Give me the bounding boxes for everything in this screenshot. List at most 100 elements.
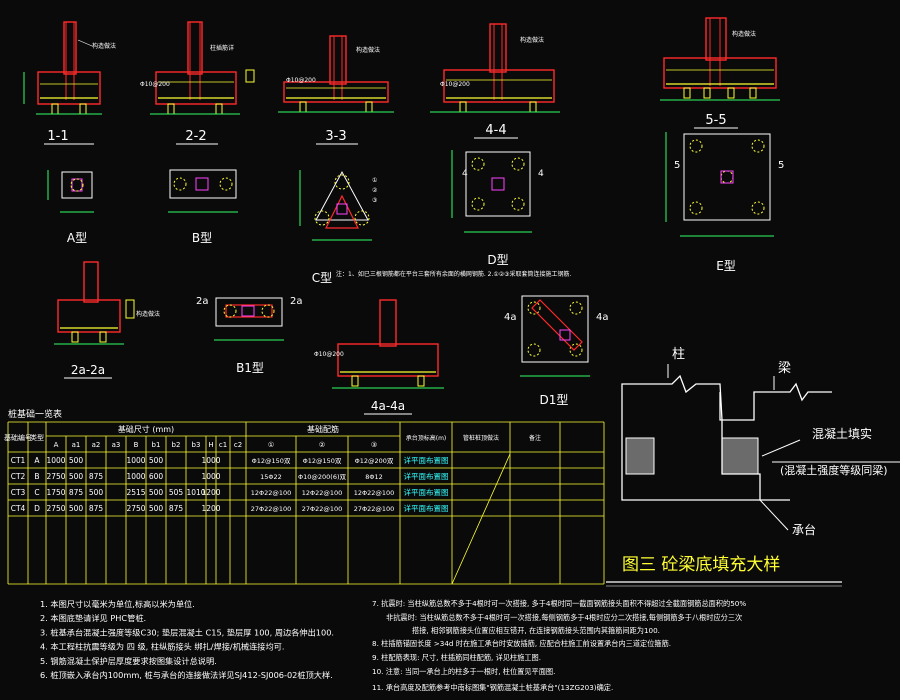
table-cell: 2515: [126, 488, 145, 497]
svg-text:构造做法: 构造做法: [356, 46, 380, 54]
notes-left: 1. 本图尺寸以毫米为单位,标高以米为单位. 2. 本图底垫请详见 PHC管桩. 3…: [40, 599, 334, 680]
table-header-cell: B: [134, 441, 139, 449]
section-label-4-4: 4-4: [485, 123, 506, 138]
table-group-rebar: 基础配筋: [307, 424, 339, 434]
note-line: 搭接, 相邻钢筋接头位置应相互错开, 在连接钢筋接头范围内其箍筋间距为100.: [412, 626, 660, 635]
table-cell: 27Φ22@100: [251, 505, 292, 513]
svg-text:Φ10@200: Φ10@200: [140, 81, 170, 88]
fig3-beam-label: 梁: [778, 361, 791, 376]
table-cell: 12Φ22@100: [251, 489, 292, 497]
note-line: 非抗震时: 当柱纵筋总数不多于4根时可一次搭接,每侧钢筋多于4根时应分二次搭接,…: [386, 613, 742, 622]
section-3-3: Φ10@200 构造做法 3-3: [278, 35, 394, 145]
section-2-2: Φ10@200 柱插筋详 2-2: [140, 21, 255, 145]
table-cell: Φ12@150双: [252, 457, 291, 465]
table-cell: 500: [149, 456, 164, 465]
note-line: 6. 桩顶嵌入承台内100mm, 桩与承台的连接做法详见SJ412-SJ006-…: [40, 670, 333, 680]
table-cell: 1000: [126, 472, 145, 481]
table-grid: [7, 421, 605, 585]
table-cell: 505: [169, 488, 184, 497]
table-header-cell: c2: [234, 441, 242, 449]
table-cell: 2750: [46, 472, 65, 481]
note-line: 5. 钢筋混凝土保护层厚度要求按图集设计总说明.: [40, 656, 217, 666]
table-cell: 875: [89, 472, 104, 481]
svg-text:4a: 4a: [504, 312, 517, 323]
table-cell: 详平面布置图: [404, 487, 449, 497]
plan-label-c: C型: [312, 271, 332, 285]
table-header-cell: b1: [152, 441, 161, 449]
svg-text:5: 5: [778, 160, 784, 171]
section-label-2-2: 2-2: [185, 129, 206, 144]
table-cell: 8Φ12: [365, 473, 383, 481]
table-cell: 1200: [201, 504, 220, 513]
table-cell: 500: [149, 488, 164, 497]
plan-a: A型: [47, 170, 94, 245]
table-cell: B: [34, 472, 39, 481]
section-label-5-5: 5-5: [705, 113, 726, 128]
table-header-cell: 基础编号: [4, 433, 32, 442]
table-cell: 27Φ22@100: [302, 505, 343, 513]
table-cell: 500: [89, 488, 104, 497]
plan-b: B型: [168, 169, 238, 245]
table-cell: 875: [69, 488, 84, 497]
plan-label-e: E型: [716, 259, 736, 273]
fig3-caption: 图三 砼梁底填充大样: [622, 555, 780, 575]
svg-text:4: 4: [462, 169, 468, 179]
table-header-cell: 承台顶标高(m): [406, 434, 447, 442]
table-cell: 1000: [46, 456, 65, 465]
note-line: 1. 本图尺寸以毫米为单位,标高以米为单位.: [40, 599, 195, 609]
table-header-cell: 管桩桩顶做法: [463, 434, 499, 442]
section-label-1-1: 1-1: [47, 129, 68, 144]
table-header-cell: a3: [112, 441, 121, 449]
svg-text:2a: 2a: [290, 296, 303, 307]
table-cell: 1010: [186, 488, 205, 497]
table-cell: 1000: [126, 456, 145, 465]
section-label-2a-2a: 2a-2a: [71, 363, 105, 377]
table-header-cell: 备注: [529, 434, 541, 442]
section-1-1: 构造做法 1-1: [23, 21, 116, 145]
note-line: 7. 抗震时: 当柱纵筋总数不多于4根时可一次搭接, 多于4根时同一截面钢筋接头…: [372, 599, 746, 608]
plan-c-note: 注：1、如已三根钢筋都在平台三套所有余面的横网钢筋. 2.①②③采取套筒连接施工…: [336, 270, 571, 278]
table-cell: 详平面布置图: [404, 455, 449, 465]
table-cell: CT2: [11, 472, 26, 481]
table-cell: 500: [149, 504, 164, 513]
table-header-cell: a1: [72, 441, 81, 449]
fig3-cap-label: 承台: [792, 522, 816, 537]
table-header-cell: 类型: [30, 433, 44, 442]
table-cell: 27Φ22@100: [354, 505, 395, 513]
table-cell: 2750: [126, 504, 145, 513]
svg-text:5: 5: [674, 160, 680, 171]
table-cell: 600: [149, 472, 164, 481]
table-cell: 12Φ22@100: [302, 489, 343, 497]
note-line: 9. 柱配筋表现: 尺寸, 柱插筋同柱配筋, 详见柱施工图.: [372, 653, 541, 662]
svg-text:②: ②: [372, 187, 378, 194]
table-header-cell: b2: [172, 441, 181, 449]
table-cell: A: [34, 456, 40, 465]
figure-3: 柱 梁 混凝土填实 (混凝土强度等级同梁) 承台 图三 砼梁底填充大样: [606, 347, 900, 587]
table-header-cell: H: [208, 441, 213, 449]
notes-right: 7. 抗震时: 当柱纵筋总数不多于4根时可一次搭接, 多于4根时同一截面钢筋接头…: [372, 599, 746, 692]
section-5-5: 构造做法 5-5: [660, 17, 780, 129]
table-cell: 1200: [201, 488, 220, 497]
fig3-column-label: 柱: [672, 347, 685, 362]
section-4a-4a: Φ10@200 4a-4a: [314, 299, 444, 415]
table-group-dims: 基础尺寸 (mm): [118, 424, 174, 434]
table-cell: CT3: [11, 488, 26, 497]
table-header-cell: ③: [371, 441, 377, 449]
note-line: 3. 桩基承台混凝土强度等级C30; 垫层混凝土 C15, 垫层厚 100, 周…: [40, 627, 334, 637]
note-line: 8. 柱插筋锚固长度 >34d 时在施工承台时安放插筋, 应配合柱施工前设置承台…: [372, 639, 671, 648]
note-line: 2. 本图底垫请详见 PHC管桩.: [40, 613, 146, 623]
svg-text:①: ①: [372, 177, 377, 184]
plan-label-b: B型: [192, 231, 212, 245]
table-cell: D: [34, 504, 40, 513]
table-cell: 详平面布置图: [404, 503, 449, 513]
table-header-cell: b3: [192, 441, 201, 449]
table-title: 桩基础一览表: [8, 408, 62, 420]
table-header-cell: c1: [219, 441, 227, 449]
fig3-fill-sub: (混凝土强度等级同梁): [780, 463, 888, 477]
table-cell: 12Φ22@100: [354, 489, 395, 497]
section-label-3-3: 3-3: [325, 129, 346, 144]
table-cell: 15Φ22: [260, 473, 282, 481]
table-header-cell: A: [54, 441, 59, 449]
